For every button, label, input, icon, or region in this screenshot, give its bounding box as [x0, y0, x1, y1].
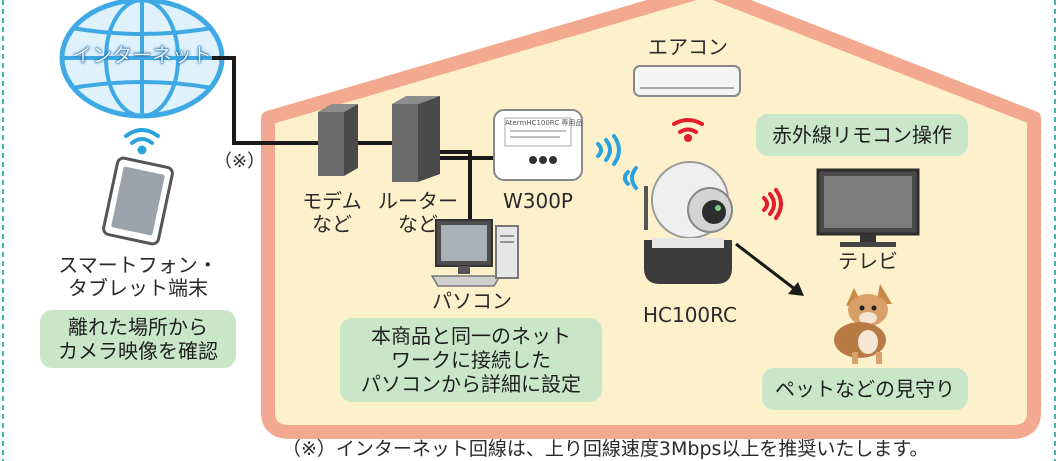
tv-icon	[816, 168, 920, 247]
pc-label: パソコン	[432, 289, 512, 313]
aircon-label: エアコン	[648, 35, 728, 59]
wifi-signal-ap-icon	[596, 134, 621, 166]
router-icon	[392, 96, 440, 182]
note-remote-line2: カメラ映像を確認	[58, 339, 218, 363]
note-remote-view: 離れた場所から カメラ映像を確認	[40, 310, 236, 368]
ir-signal-aircon-icon	[672, 118, 704, 142]
modem-label-line2: など	[312, 212, 352, 236]
access-point-icon	[493, 109, 583, 181]
note-pc-setup-line1: 本商品と同一のネット	[371, 324, 571, 348]
ir-signal-tv-icon	[762, 188, 783, 220]
tv-label: テレビ	[838, 249, 898, 273]
ap-screen-title: AtermHC100RC 専用品	[505, 119, 583, 127]
router-label-line2: など	[398, 212, 438, 236]
router-label-line1: ルーター	[378, 189, 458, 213]
note-ir-remote: 赤外線リモコン操作	[756, 114, 968, 156]
modem-label-line1: モデム	[302, 189, 362, 213]
arrow-to-pet	[735, 242, 804, 296]
camera-icon	[644, 161, 733, 284]
note-remote-line1: 離れた場所から	[68, 315, 208, 339]
air-conditioner-icon	[633, 65, 741, 97]
modem-icon	[318, 104, 358, 176]
note-pc-setup: 本商品と同一のネット ワークに接続した パソコンから詳細に設定	[340, 318, 602, 402]
smartphone-label-line2: タブレット端末	[68, 276, 208, 300]
footnote: （※）インターネット回線は、上り回線速度3Mbps以上を推奨いたします。	[282, 438, 929, 460]
note-pet-monitor: ペットなどの見守り	[762, 368, 968, 410]
camera-label: HC100RC	[642, 303, 738, 327]
dog-icon	[834, 284, 892, 364]
smartphone-label-line1: スマートフォン・	[58, 253, 218, 277]
router-label: ルーター など	[370, 190, 466, 236]
modem-label: モデム など	[296, 190, 368, 236]
wifi-signal-icon	[124, 128, 160, 155]
wifi-signal-camera-icon	[623, 166, 638, 190]
tablet-icon	[102, 156, 174, 246]
internet-label: インターネット	[72, 43, 212, 67]
smartphone-label: スマートフォン・ タブレット端末	[40, 254, 236, 300]
note-pc-setup-line3: パソコンから詳細に設定	[361, 372, 581, 396]
note-pc-setup-line2: ワークに接続した	[391, 348, 551, 372]
wan-note-label: （※）	[214, 151, 266, 172]
ap-label: W300P	[502, 189, 573, 213]
pc-icon	[430, 219, 519, 287]
